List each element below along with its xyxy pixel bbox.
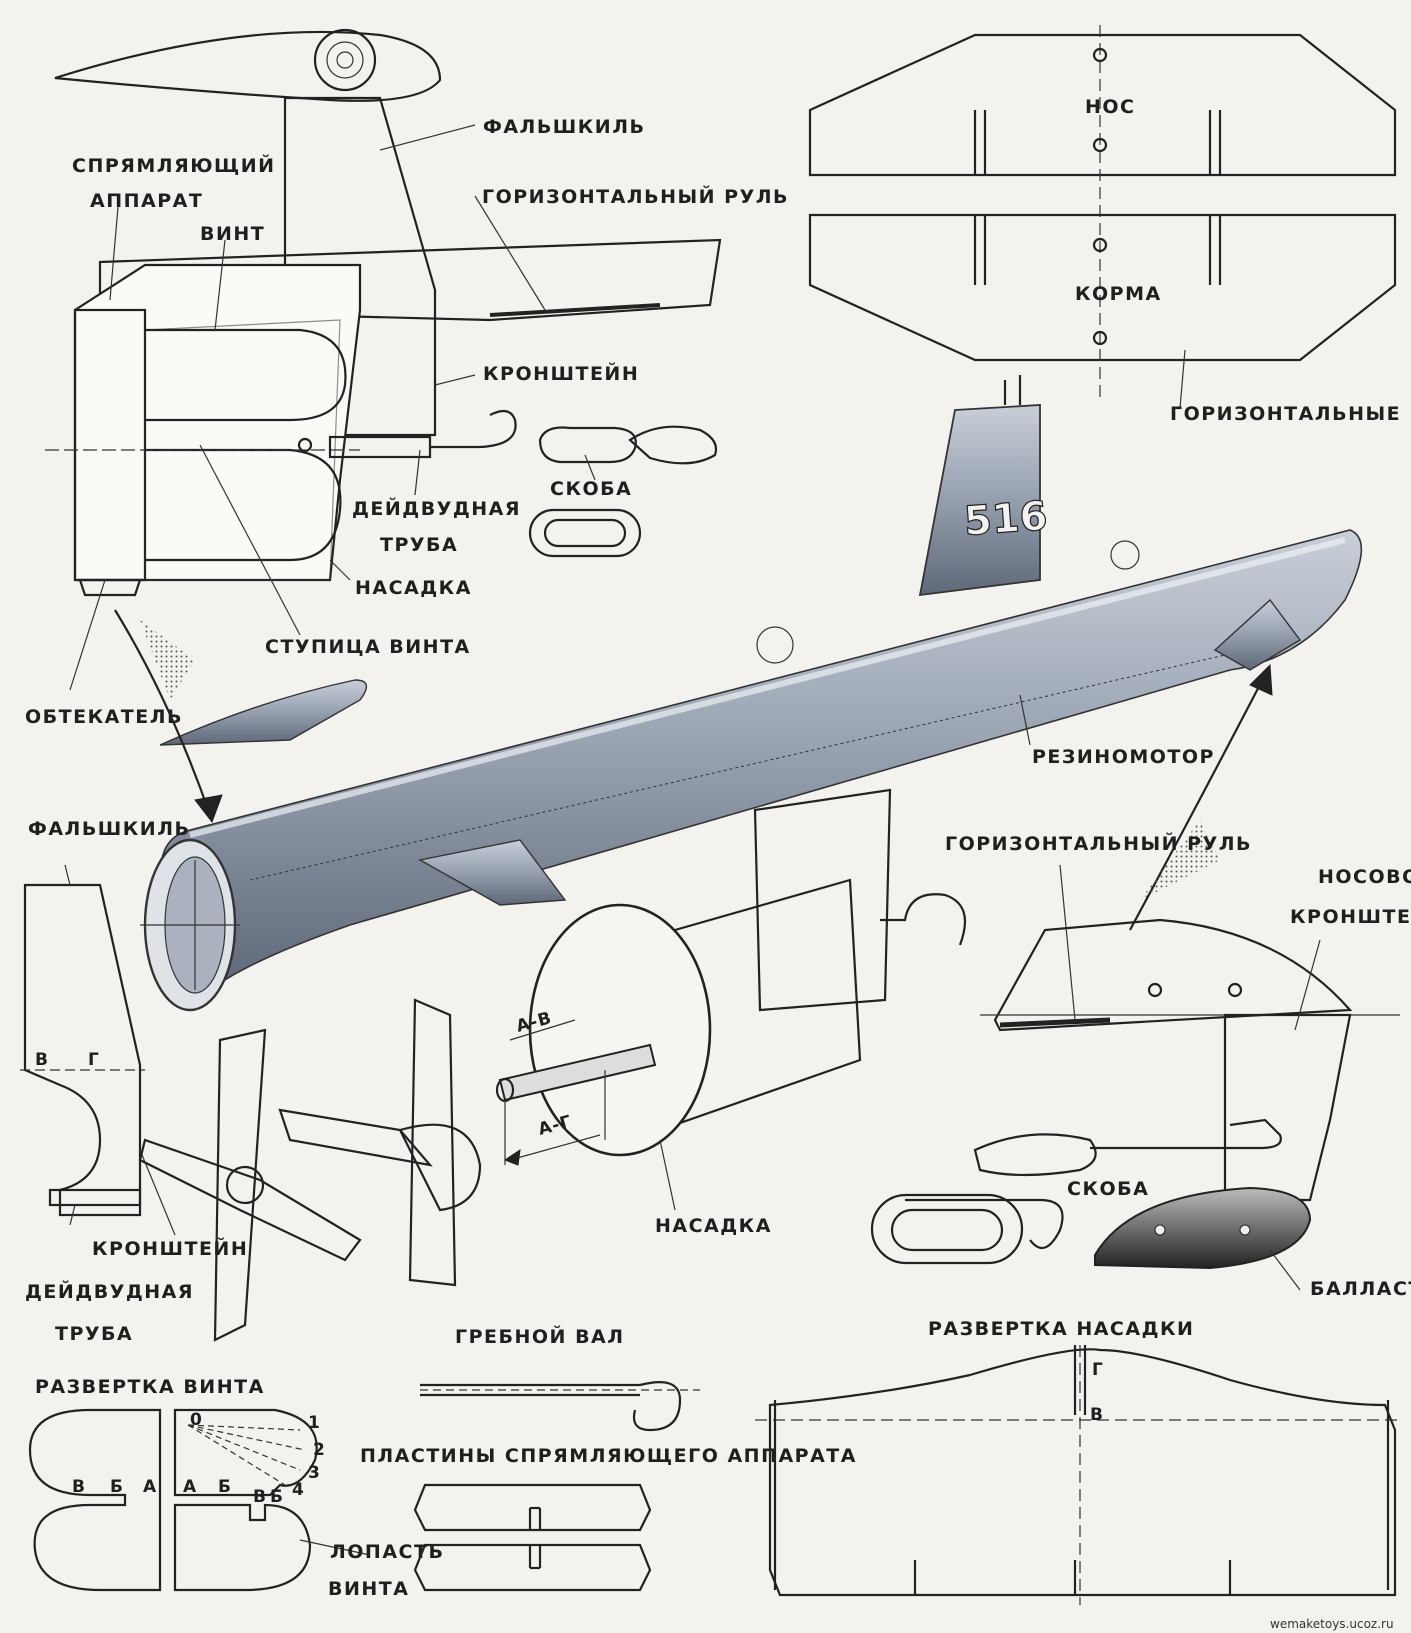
label-falshkil-top: ФАЛЬШКИЛЬ xyxy=(483,116,645,138)
bow-assembly-figure xyxy=(870,864,1400,1291)
point-v-left: В xyxy=(35,1050,49,1070)
label-nasadka-center: НАСАДКА xyxy=(655,1215,772,1237)
point-a2: А xyxy=(183,1477,197,1497)
label-nasadka-top: НАСАДКА xyxy=(355,577,472,599)
label-rezinomotor: РЕЗИНОМОТОР xyxy=(1032,746,1215,768)
point-v2: В xyxy=(253,1487,267,1507)
label-nos: НОС xyxy=(1085,96,1136,118)
label-razvertka-nasadki: РАЗВЕРТКА НАСАДКИ xyxy=(928,1318,1194,1340)
label-korma: КОРМА xyxy=(1075,283,1162,305)
label-truba-left: ТРУБА xyxy=(55,1323,133,1345)
label-ballast: БАЛЛАСТ xyxy=(1310,1278,1411,1300)
watermark: wemaketoys.ucoz.ru xyxy=(1270,1617,1394,1631)
label-gorizontalnye-ruli: ГОРИЗОНТАЛЬНЫЕ РУЛИ xyxy=(1170,403,1411,425)
point-b1: Б xyxy=(110,1477,124,1497)
point-b2: Б xyxy=(218,1477,232,1497)
point-1: 1 xyxy=(308,1413,321,1433)
nozzle-detail-figure xyxy=(495,788,967,1211)
hull-number: 516 xyxy=(962,493,1049,545)
label-vint: ВИНТ xyxy=(200,223,265,245)
point-v1: В xyxy=(72,1477,86,1497)
dim-label-ag: А-Г xyxy=(536,1112,574,1140)
label-deydvudnaya-top: ДЕЙДВУДНАЯ xyxy=(352,497,521,520)
label-falshkil-left: ФАЛЬШКИЛЬ xyxy=(28,818,190,840)
label-gorizontalny-rul-right: ГОРИЗОНТАЛЬНЫЙ РУЛЬ xyxy=(945,832,1252,855)
label-kronshteyn-top: КРОНШТЕЙН xyxy=(483,362,639,385)
label-obtekatel: ОБТЕКАТЕЛЬ xyxy=(25,706,183,728)
propeller-shaft-figure xyxy=(420,1381,700,1432)
label-stupitsa-vinta: СТУПИЦА ВИНТА xyxy=(265,636,471,658)
label-plastiny: ПЛАСТИНЫ СПРЯМЛЯЮЩЕГО АППАРАТА xyxy=(360,1445,857,1467)
label-spryamlyayushchiy: СПРЯМЛЯЮЩИЙ xyxy=(72,154,276,177)
label-nosovoy: НОСОВОЙ xyxy=(1318,865,1411,888)
point-g-nas: Г xyxy=(1092,1360,1104,1380)
label-lopast: ЛОПАСТЬ xyxy=(330,1541,444,1563)
label-vinta: ВИНТА xyxy=(328,1578,409,1600)
leader-lines-top-left xyxy=(69,124,596,691)
point-v-nas: В xyxy=(1090,1405,1104,1425)
submarine-hull-figure: 516 xyxy=(140,375,1363,1012)
horizontal-rudders-figure xyxy=(808,25,1397,409)
label-razvertka-vinta: РАЗВЕРТКА ВИНТА xyxy=(35,1376,265,1398)
point-b3: Б xyxy=(270,1487,284,1507)
label-grebnoy-val: ГРЕБНОЙ ВАЛ xyxy=(455,1325,625,1348)
assembly-arrows xyxy=(114,609,1273,931)
point-g-left: Г xyxy=(88,1050,100,1070)
false-keel-profile-figure xyxy=(20,864,176,1236)
label-skoba-right: СКОБА xyxy=(1067,1178,1149,1200)
label-deydvudnaya-left: ДЕЙДВУДНАЯ xyxy=(25,1280,194,1303)
stern-assembly-figure xyxy=(45,28,722,597)
stator-figure xyxy=(278,998,482,1287)
label-kronshteyn-right: КРОНШТЕЙН xyxy=(1290,905,1411,928)
label-apparat: АППАРАТ xyxy=(90,190,203,212)
point-a1: А xyxy=(143,1477,157,1497)
propeller-figure xyxy=(138,1028,362,1342)
point-0: 0 xyxy=(190,1410,203,1430)
point-4: 4 xyxy=(292,1480,305,1500)
propeller-development-figure xyxy=(28,1408,371,1592)
label-skoba-top: СКОБА xyxy=(550,478,632,500)
label-kronshteyn-left: КРОНШТЕЙН xyxy=(92,1237,248,1260)
nozzle-development-figure xyxy=(755,1345,1400,1605)
label-gorizontalny-rul-top: ГОРИЗОНТАЛЬНЫЙ РУЛЬ xyxy=(482,185,789,208)
label-truba-top: ТРУБА xyxy=(380,534,458,556)
stator-plates-figure xyxy=(413,1483,652,1592)
point-2: 2 xyxy=(313,1440,326,1460)
point-3: 3 xyxy=(308,1463,321,1483)
